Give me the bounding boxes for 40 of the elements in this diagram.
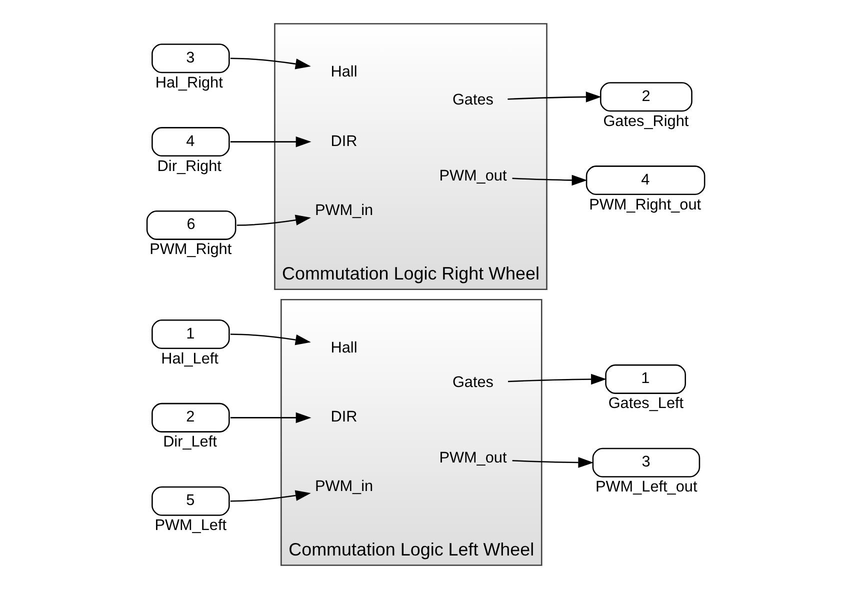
node-text: PWM_in [314, 202, 373, 220]
node-label: Hal_Right [154, 74, 222, 92]
arrow [230, 490, 310, 502]
node-box: 1 [604, 364, 686, 394]
node-box: 3 [151, 44, 230, 74]
node-box: 2 [151, 402, 230, 432]
node-text: PWM_in [314, 478, 373, 495]
arrow [230, 58, 310, 70]
arrow [507, 374, 606, 385]
node-box: 1 [151, 320, 230, 350]
node-label: PWM_Left [154, 517, 226, 534]
arrow [230, 136, 311, 148]
node-label: PWM_Left_out [595, 478, 697, 496]
arrow [230, 334, 310, 346]
node-label: Dir_Right [156, 158, 221, 175]
node-text: PWM_out [438, 167, 506, 184]
node-label: Gates_Right [602, 112, 688, 130]
node-text: DIR [330, 408, 357, 426]
node-box: 2 [600, 82, 692, 112]
node-text: PWM_out [438, 450, 506, 467]
arrow [507, 92, 601, 102]
arrow [236, 214, 310, 226]
node-text: Hall [330, 339, 357, 356]
node-text: Gates [452, 374, 493, 392]
arrow [512, 457, 594, 468]
node-label: PWM_Right [149, 241, 232, 258]
node-box: 3 [592, 448, 700, 478]
node-label: Hal_Left [160, 350, 218, 368]
node-box: 5 [151, 486, 230, 516]
node-label: Dir_Left [162, 434, 216, 451]
arrow [230, 412, 311, 424]
node-label: Gates_Left [608, 395, 684, 412]
arrow [512, 174, 587, 186]
node-box: 4 [151, 127, 230, 157]
node-text: Gates [452, 92, 493, 109]
node-box: 4 [585, 166, 705, 196]
node-text: DIR [330, 132, 357, 150]
node-label: PWM_Right_out [588, 196, 701, 214]
node-text: Hall [330, 63, 357, 80]
node-box: 6 [146, 210, 236, 240]
